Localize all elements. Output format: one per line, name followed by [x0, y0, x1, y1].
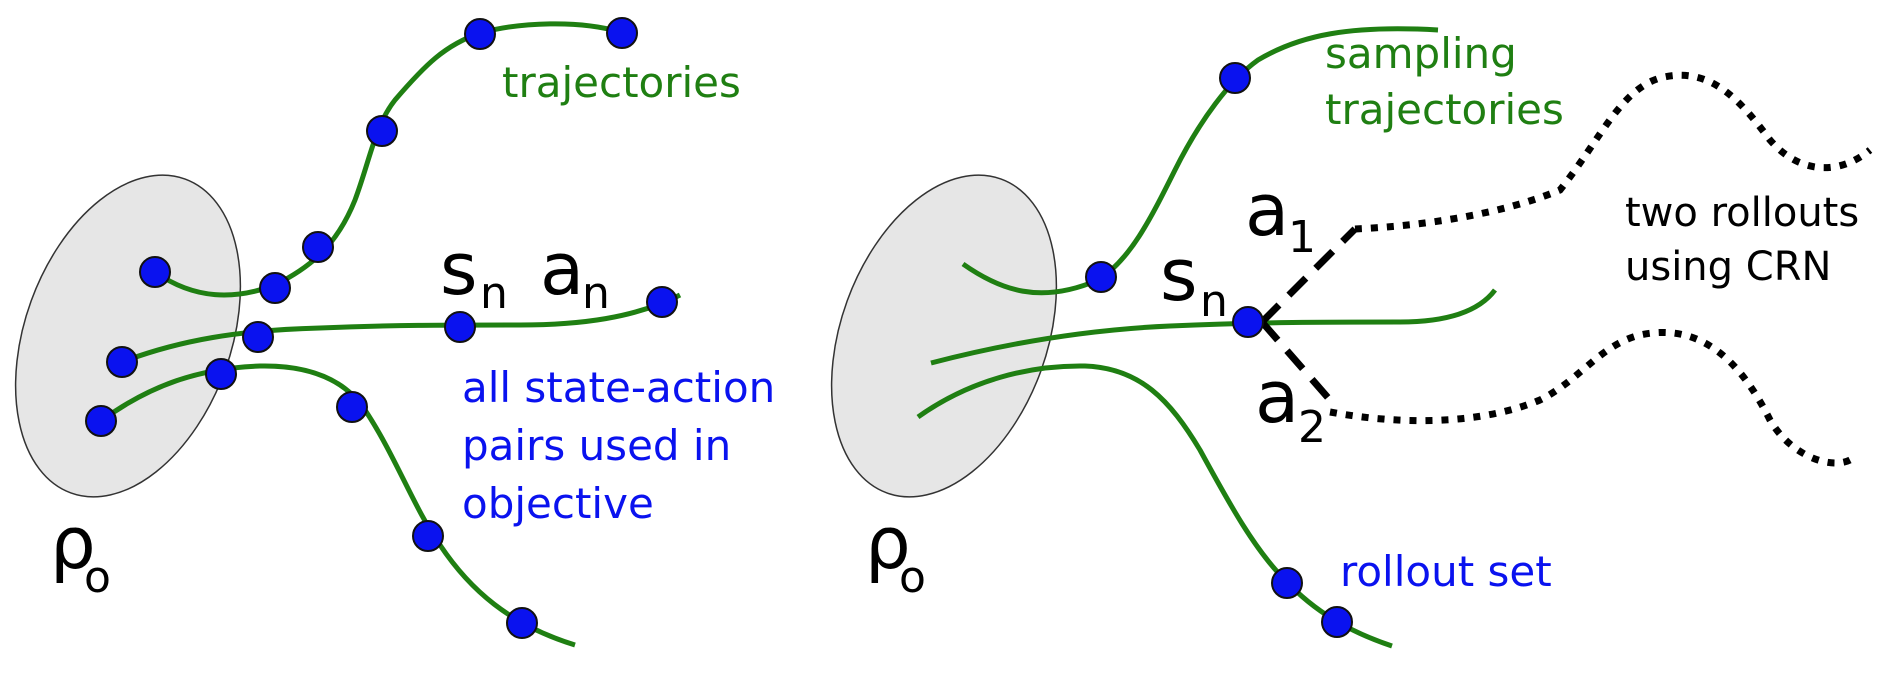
state-points-left	[85, 17, 678, 639]
rho-zero-label: ρ o	[50, 501, 111, 603]
state-point	[85, 405, 117, 437]
pairs-label-line-3: objective	[462, 479, 654, 528]
sampling-label-line-1: sampling	[1325, 29, 1517, 78]
trajectories-label: trajectories	[502, 58, 741, 107]
svg-text:ρ: ρ	[865, 501, 911, 585]
state-point	[1271, 567, 1303, 599]
rollout-lower	[1329, 328, 1852, 467]
state-sn-label: s n	[440, 227, 508, 319]
state-points-right	[1085, 62, 1353, 638]
state-point-sn	[1232, 306, 1264, 338]
action-a1-branch	[1259, 226, 1358, 325]
action-a1-label: a 1	[1245, 168, 1316, 263]
rollout-set-label: rollout set	[1340, 547, 1552, 596]
sampling-trajectory-lower	[916, 363, 1393, 649]
svg-text:a: a	[1255, 355, 1299, 439]
trajectory-middle	[121, 292, 682, 365]
rollouts-label-line-1: two rollouts	[1625, 190, 1859, 236]
action-an-label: a n	[540, 227, 610, 319]
state-point	[444, 311, 476, 343]
state-point	[1321, 606, 1353, 638]
svg-text:o: o	[84, 552, 111, 603]
state-point	[139, 256, 171, 288]
state-point	[336, 391, 368, 423]
state-point	[1085, 261, 1117, 293]
state-point	[606, 17, 638, 49]
svg-text:n: n	[480, 268, 508, 319]
state-point	[106, 346, 138, 378]
state-point	[366, 115, 398, 147]
svg-text:2: 2	[1298, 402, 1326, 453]
sampling-label-line-2: trajectories	[1325, 85, 1564, 134]
left-panel: trajectories all state-action pairs used…	[14, 17, 775, 648]
state-point	[205, 358, 237, 390]
svg-text:n: n	[1200, 276, 1228, 327]
svg-text:n: n	[582, 268, 610, 319]
svg-text:a: a	[1245, 168, 1289, 252]
action-a2-label: a 2	[1255, 355, 1326, 453]
svg-text:o: o	[899, 552, 926, 603]
state-sn-label: s n	[1160, 233, 1228, 327]
rollout-upper	[1354, 71, 1873, 233]
state-point	[242, 321, 274, 353]
pairs-label-line-2: pairs used in	[462, 421, 731, 470]
initial-state-region	[830, 174, 1058, 498]
sampling-trajectory-upper	[961, 26, 1439, 296]
svg-text:s: s	[1160, 233, 1198, 317]
svg-text:a: a	[540, 227, 584, 311]
state-point	[1219, 62, 1251, 94]
trajectory-upper	[153, 21, 621, 298]
state-point	[259, 272, 291, 304]
state-point	[464, 18, 496, 50]
svg-text:1: 1	[1288, 212, 1316, 263]
rollouts-label-line-2: using CRN	[1625, 244, 1831, 290]
svg-text:ρ: ρ	[50, 501, 96, 585]
right-panel: sampling trajectories two rollouts using…	[830, 26, 1873, 649]
action-a2-branch	[1259, 319, 1333, 403]
state-point	[506, 607, 538, 639]
svg-text:s: s	[440, 227, 478, 311]
pairs-label-line-1: all state-action	[462, 363, 775, 412]
rho-zero-label: ρ o	[865, 501, 926, 603]
state-point	[302, 231, 334, 263]
state-point	[412, 520, 444, 552]
state-point	[646, 286, 678, 318]
